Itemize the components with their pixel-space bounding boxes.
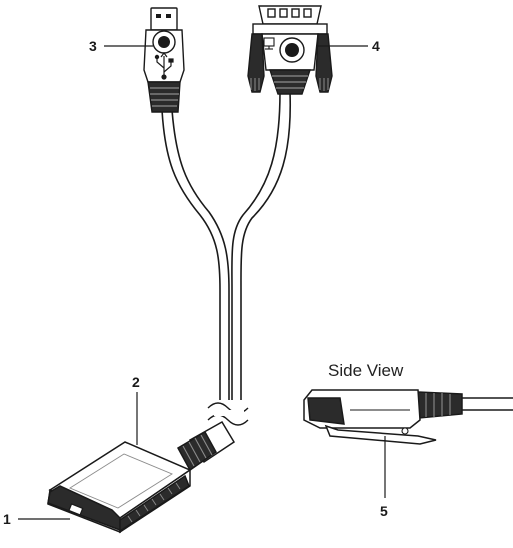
vga-thumbscrew-right bbox=[315, 33, 333, 93]
usb-connector bbox=[143, 7, 185, 113]
side-view-title: Side View bbox=[328, 361, 404, 380]
callout-1-label: 1 bbox=[3, 511, 11, 527]
callout-3-label: 3 bbox=[89, 38, 97, 54]
side-view-group: Side View bbox=[303, 361, 513, 445]
side-view-clip bbox=[324, 424, 437, 445]
vga-connector bbox=[247, 5, 333, 95]
kvm-adapter-unit bbox=[47, 420, 236, 534]
usb-cable bbox=[161, 109, 221, 400]
unit-strain-relief bbox=[176, 430, 217, 472]
usb-trident-icon bbox=[154, 52, 174, 80]
callout-2-label: 2 bbox=[132, 374, 140, 390]
vga-thumbscrew-left bbox=[247, 33, 265, 93]
callout-4-label: 4 bbox=[372, 38, 380, 54]
unit-grip-left bbox=[47, 485, 121, 532]
unit-usb-port bbox=[68, 503, 84, 516]
side-view-unit bbox=[303, 389, 513, 445]
callout-5-label: 5 bbox=[380, 503, 388, 519]
cable-bundle bbox=[161, 91, 292, 426]
callouts bbox=[18, 45, 386, 520]
vga-cable bbox=[231, 91, 281, 400]
